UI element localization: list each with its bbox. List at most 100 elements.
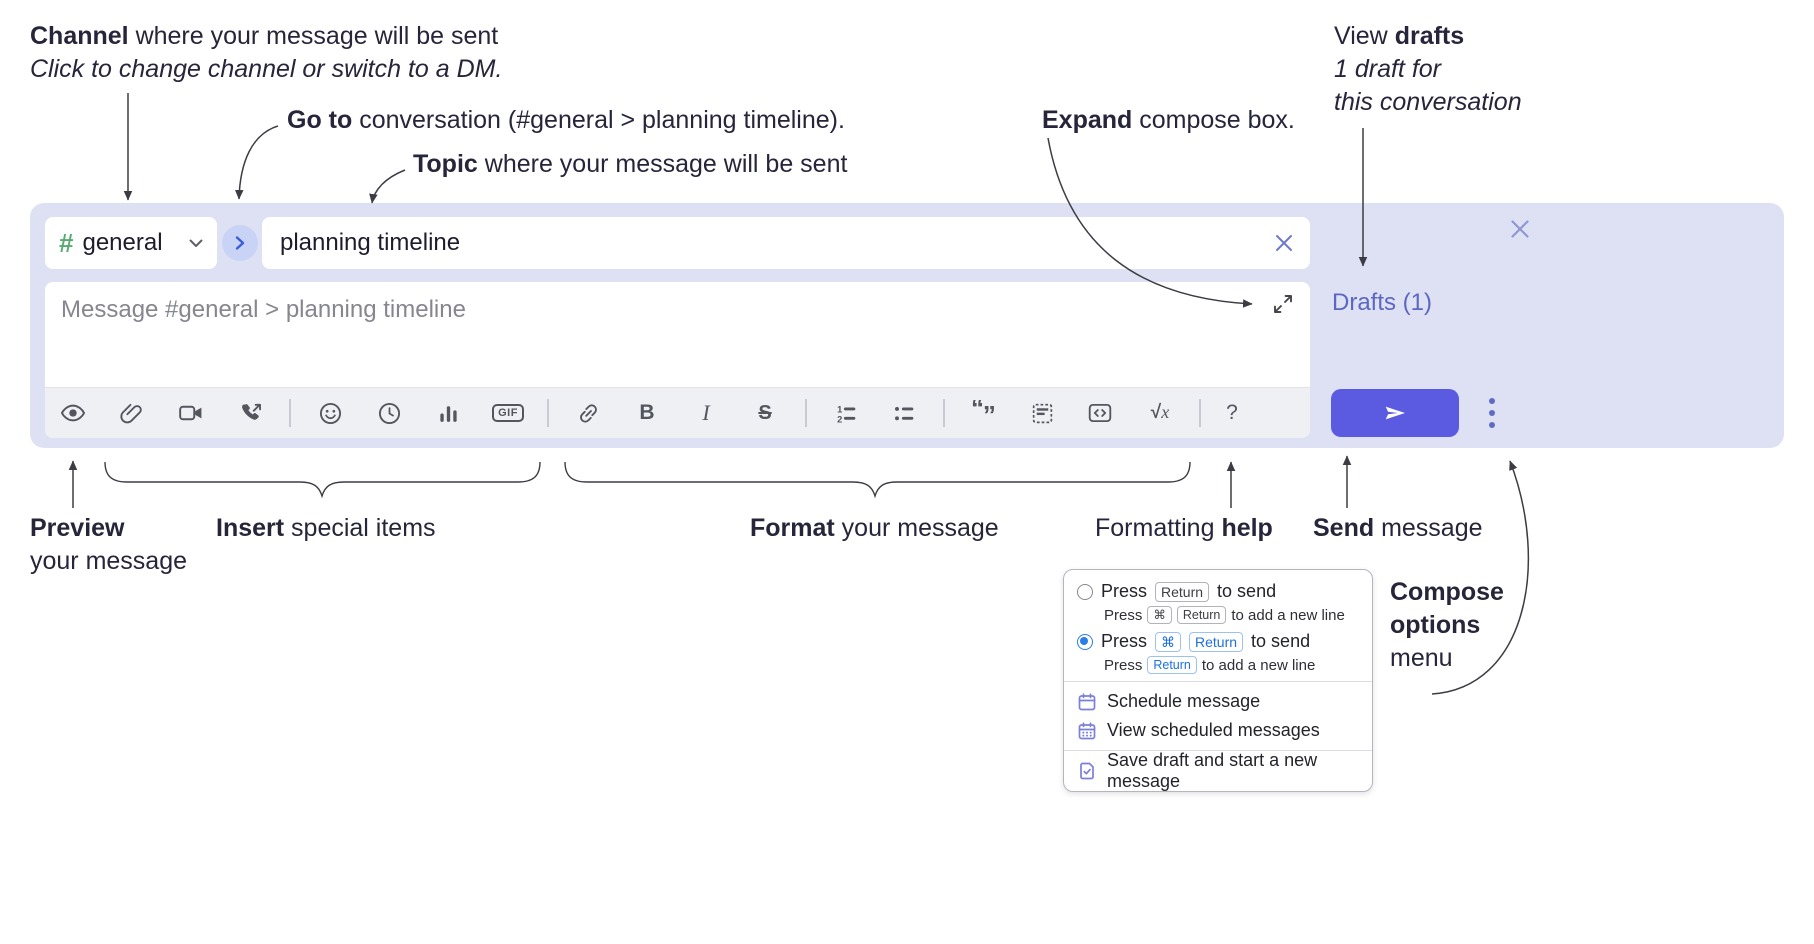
menu-item-view-scheduled[interactable]: View scheduled messages (1064, 716, 1372, 745)
message-input[interactable]: Message #general > planning timeline (61, 296, 466, 323)
return-key: Return (1176, 606, 1227, 624)
smiley-icon (319, 402, 341, 424)
insert-annotation: Insert special items (216, 514, 436, 542)
toolbar-divider (289, 399, 291, 427)
poll-button[interactable] (434, 399, 462, 427)
phone-forward-icon (241, 403, 261, 420)
quote-icon: “ ” (971, 400, 996, 426)
goto-conversation-button[interactable] (222, 225, 258, 261)
menu-option-return-to-send[interactable]: Press Return to send (1064, 579, 1372, 604)
code-icon (1088, 403, 1112, 423)
chevron-right-icon (235, 236, 245, 250)
radio-selected[interactable] (1077, 633, 1093, 650)
italic-icon: I (702, 400, 710, 425)
expand-compose-button[interactable] (1272, 293, 1296, 317)
code-block-icon (1032, 403, 1052, 423)
svg-text:”: ” (983, 400, 996, 426)
preview-button[interactable] (59, 399, 87, 427)
channel-hash-icon: # (59, 227, 74, 258)
formula-button[interactable]: √x (1142, 399, 1178, 427)
drafts-link[interactable]: Drafts (1) (1332, 289, 1433, 316)
formatting-help-button[interactable]: ? (1218, 399, 1246, 427)
topic-field (262, 217, 1310, 269)
svg-text:2: 2 (837, 414, 842, 424)
menu-divider (1064, 681, 1372, 682)
formatting-help-annotation: Formatting help (1095, 514, 1273, 542)
cmd-key: ⌘ (1155, 631, 1182, 652)
link-icon (579, 403, 597, 423)
return-key: Return (1155, 581, 1210, 602)
eye-icon (60, 404, 86, 422)
menu-option-return-subtext: Press ⌘ Return to add a new line (1104, 606, 1345, 624)
gif-icon: GIF (492, 404, 524, 422)
toolbar-divider (1199, 399, 1201, 427)
view-drafts-annotation: View drafts 1 draft for this conversatio… (1334, 22, 1522, 116)
cmd-key: ⌘ (1147, 606, 1172, 624)
bullet-list-button[interactable] (890, 399, 918, 427)
menu-option-cmd-return-to-send[interactable]: Press ⌘ Return to send (1064, 629, 1372, 654)
channel-name: general (82, 229, 163, 256)
gif-button[interactable]: GIF (490, 399, 526, 427)
close-icon (1511, 220, 1529, 238)
preview-annotation: Preview your message (30, 514, 188, 575)
compose-box: # general Message #general > planning ti… (30, 203, 1784, 448)
compose-options-annotation: Compose options menu (1390, 578, 1504, 672)
emoji-button[interactable] (316, 399, 344, 427)
clear-topic-icon[interactable] (1272, 231, 1296, 255)
italic-button[interactable]: I (692, 399, 720, 427)
expand-annotation: Expand compose box. (1042, 106, 1295, 134)
send-button[interactable] (1331, 389, 1459, 437)
video-camera-icon (179, 405, 202, 421)
kebab-menu-icon (1489, 398, 1495, 404)
send-icon (1385, 406, 1405, 420)
menu-item-save-draft[interactable]: Save draft and start a new message (1064, 750, 1372, 791)
svg-text:1: 1 (837, 404, 842, 414)
strikethrough-button[interactable]: S (751, 399, 779, 427)
link-button[interactable] (574, 399, 602, 427)
svg-text:“: “ (971, 400, 984, 422)
calendar-grid-icon (1077, 721, 1097, 741)
channel-annotation: Channel where your message will be sent … (30, 22, 503, 83)
format-annotation: Format your message (750, 514, 999, 542)
send-annotation: Send message (1313, 514, 1483, 542)
bullet-list-icon (894, 406, 913, 420)
goto-annotation: Go to conversation (#general > planning … (287, 106, 845, 134)
strikethrough-icon: S (758, 401, 772, 424)
toolbar-divider (547, 399, 549, 427)
topic-input[interactable] (278, 228, 1272, 258)
recents-button[interactable] (375, 399, 403, 427)
bar-chart-icon (439, 405, 457, 422)
code-block-button[interactable] (1028, 399, 1056, 427)
channel-selector[interactable]: # general (45, 217, 217, 269)
close-compose-button[interactable] (1503, 212, 1537, 246)
call-button[interactable] (237, 399, 265, 427)
toolbar-divider (805, 399, 807, 427)
expand-icon (1274, 295, 1292, 313)
topic-annotation: Topic where your message will be sent (413, 150, 848, 178)
compose-toolbar: GIF B I S 1 2 (45, 387, 1310, 438)
compose-options-menu: Press Return to send Press ⌘ Return to a… (1063, 569, 1373, 792)
return-key: Return (1189, 631, 1244, 652)
video-clip-button[interactable] (177, 399, 205, 427)
draft-check-icon (1077, 761, 1097, 781)
calendar-icon (1077, 692, 1097, 712)
compose-options-button[interactable] (1478, 393, 1506, 433)
chevron-down-icon (189, 239, 203, 247)
attachment-button[interactable] (117, 399, 145, 427)
formula-icon: √x (1150, 402, 1170, 423)
ordered-list-button[interactable]: 1 2 (832, 399, 860, 427)
menu-item-schedule-message[interactable]: Schedule message (1064, 687, 1372, 716)
message-box: Message #general > planning timeline (45, 282, 1310, 438)
question-icon: ? (1226, 401, 1238, 424)
radio-unselected[interactable] (1077, 583, 1093, 600)
bold-button[interactable]: B (633, 399, 661, 427)
toolbar-divider (943, 399, 945, 427)
ordered-list-icon: 1 2 (837, 404, 855, 424)
bold-icon: B (639, 401, 655, 424)
clock-icon (378, 402, 400, 424)
code-button[interactable] (1086, 399, 1114, 427)
paperclip-icon (119, 403, 142, 423)
blockquote-button[interactable]: “ ” (970, 399, 998, 427)
